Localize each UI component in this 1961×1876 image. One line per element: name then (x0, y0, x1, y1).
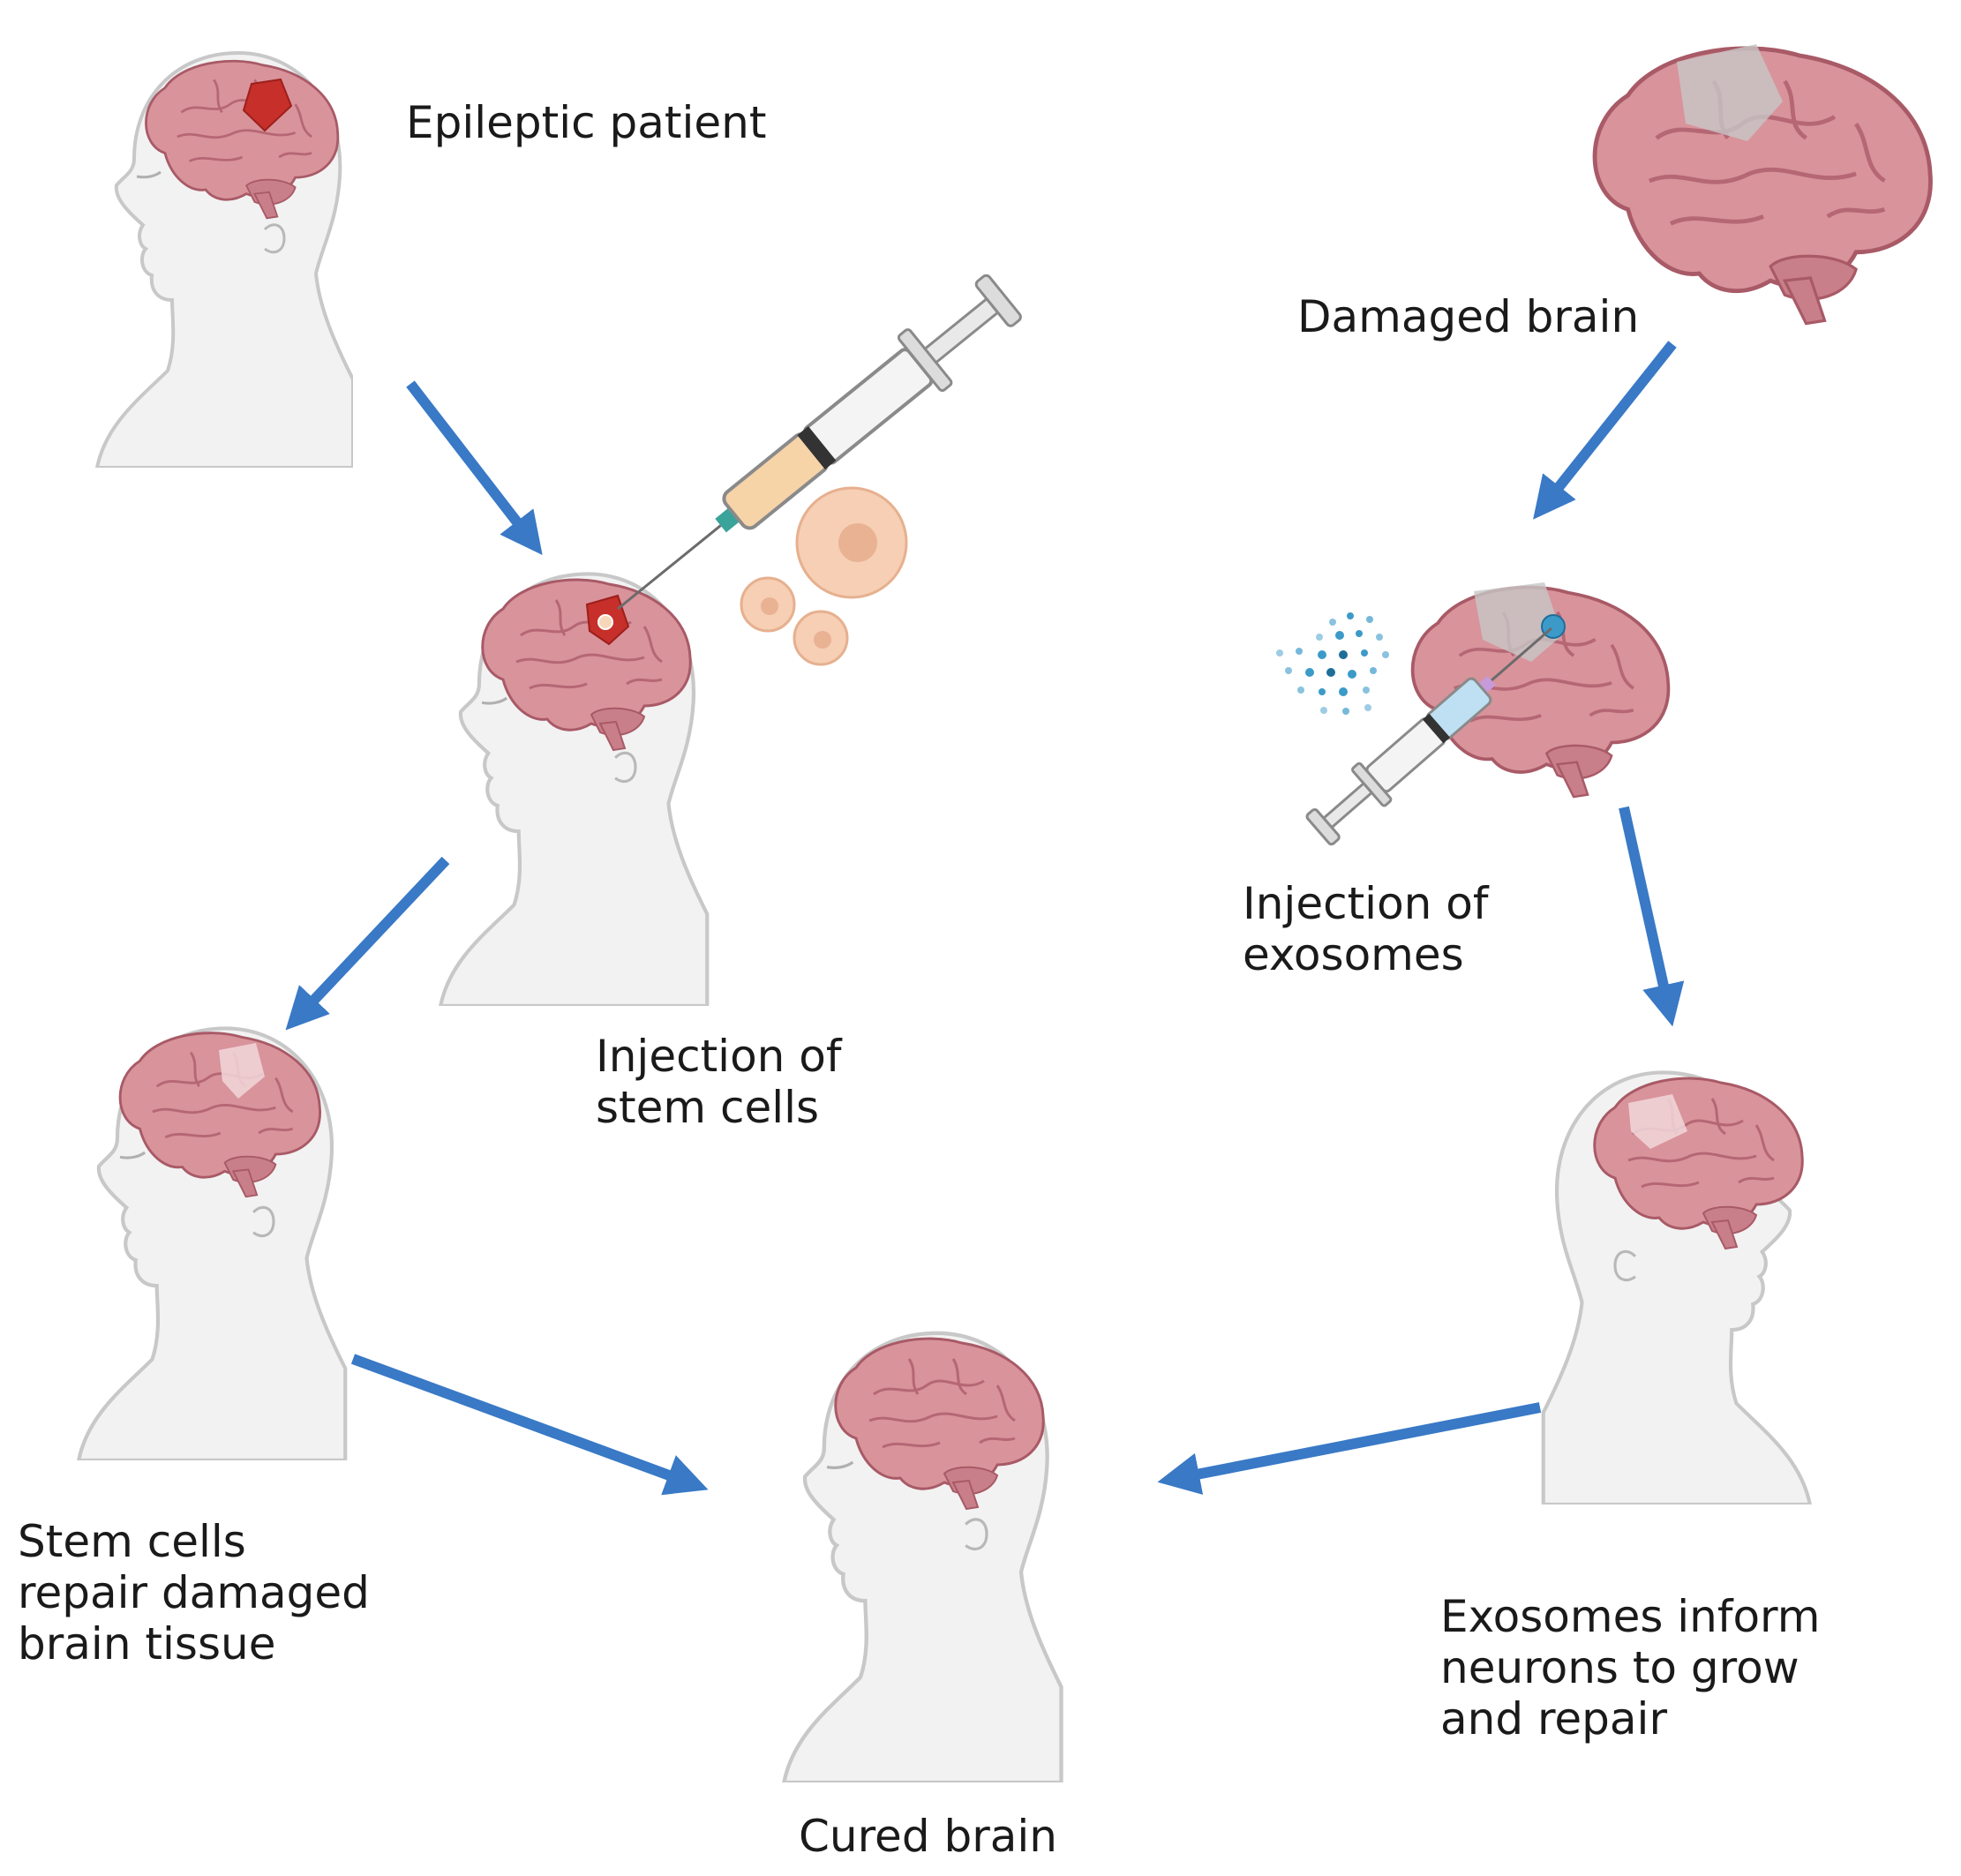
damaged-region-injected (1474, 582, 1562, 662)
epileptic-focus-marker (242, 78, 293, 132)
exosome-repair-head (1544, 1072, 1810, 1505)
damaged-brain-illustration (1595, 44, 1930, 324)
label-cured-brain: Cured brain (799, 1811, 1057, 1862)
label-injection-exosomes-line1: Injection of (1243, 878, 1489, 929)
exosomes-cluster (1276, 612, 1389, 715)
arrow-epileptic-to-injection (406, 380, 543, 556)
stem-cells-group (740, 486, 908, 666)
arrow-exosome-repair-to-cured (1157, 1402, 1542, 1495)
epileptic-patient-head (95, 51, 353, 468)
label-injection-exosomes-line2: exosomes (1243, 929, 1464, 980)
label-exosomes-inform-line3: and repair (1440, 1693, 1668, 1745)
stem-cell-injection-head (440, 574, 707, 1006)
label-injection-stem-cells-line2: stem cells (596, 1082, 820, 1133)
arrow-injection-to-repair (285, 856, 450, 1031)
label-exosomes-inform-line1: Exosomes inform (1440, 1591, 1821, 1642)
arrow-damaged-to-exosome-injection (1533, 341, 1677, 520)
exosome-syringe-icon (1305, 627, 1552, 846)
repaired-tissue-patch (219, 1043, 265, 1099)
flow-arrows (285, 341, 1685, 1496)
label-stem-cells-repair-line3: brain tissue (18, 1618, 276, 1670)
label-exosomes-inform-line2: neurons to grow (1440, 1642, 1799, 1693)
label-damaged-brain: Damaged brain (1297, 291, 1640, 342)
label-injection-stem-cells-line1: Injection of (596, 1031, 842, 1082)
exosome-injection-brain (1413, 582, 1669, 797)
arrow-repair-to-cured (350, 1354, 709, 1496)
label-stem-cells-repair-line1: Stem cells (18, 1516, 246, 1567)
damaged-region (1677, 44, 1783, 141)
cured-brain-head (784, 1333, 1061, 1782)
arrow-exosome-injection-to-repair (1619, 806, 1685, 1027)
label-stem-cells-repair-line2: repair damaged (18, 1567, 370, 1618)
label-epileptic-patient: Epileptic patient (406, 97, 767, 148)
stem-cell-syringe-icon (617, 274, 1022, 611)
stem-cell-repair-head (79, 1028, 345, 1460)
repairing-tissue-patch (1628, 1094, 1687, 1149)
